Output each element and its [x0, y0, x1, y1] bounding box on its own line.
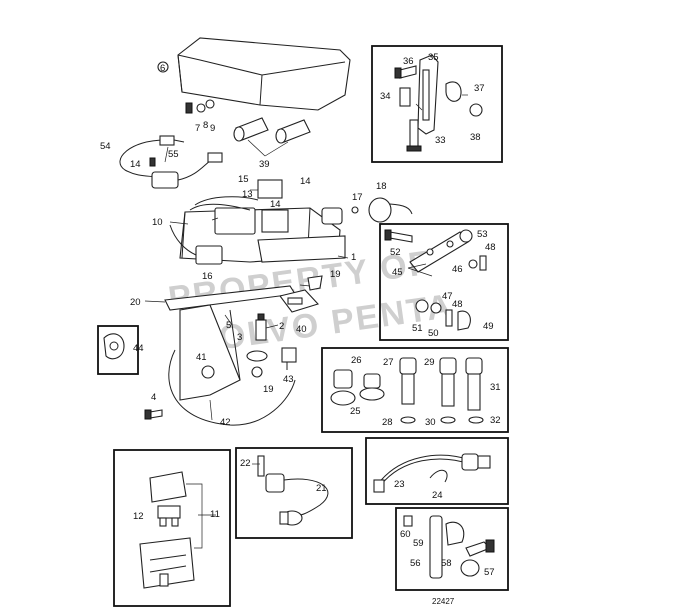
detail-33-38-parts: [394, 54, 483, 152]
callout-59: 59: [413, 538, 424, 549]
clamp-44: [103, 333, 125, 360]
sensor-18: [321, 197, 413, 225]
callout-58: 58: [441, 558, 452, 569]
motor-flange-42: [168, 349, 296, 426]
callout-40: 40: [296, 324, 307, 335]
callout-31: 31: [490, 382, 501, 393]
callout-7: 7: [195, 123, 200, 134]
cover-screws: [185, 99, 215, 114]
callout-22: 22: [240, 458, 251, 469]
callout-54: 54: [100, 141, 111, 152]
plate-3: [246, 350, 268, 378]
callout-37: 37: [474, 83, 485, 94]
sensors-25-32: [330, 357, 484, 424]
callout-47: 47: [442, 291, 453, 302]
callout-1: 1: [351, 252, 356, 263]
callout-17: 17: [352, 192, 363, 203]
callout-5: 5: [226, 320, 231, 331]
drawing-number: 22427: [432, 597, 455, 606]
callout-27: 27: [383, 357, 394, 368]
callout-38: 38: [470, 132, 481, 143]
callout-41: 41: [196, 352, 207, 363]
callout-11: 11: [210, 509, 220, 520]
callout-52: 52: [390, 247, 401, 258]
callout-60: 60: [400, 529, 411, 540]
callout-13: 13: [242, 189, 253, 200]
detail-box-21-22: [235, 447, 353, 539]
callout-18: 18: [376, 181, 387, 192]
callout-25: 25: [350, 406, 361, 417]
callout-16: 16: [202, 271, 213, 282]
callout-43: 43: [283, 374, 294, 385]
callout-9: 9: [210, 123, 215, 134]
callout-20: 20: [130, 297, 141, 308]
callout-10: 10: [152, 217, 163, 228]
detail-45-53-parts: [384, 229, 487, 331]
callout-51: 51: [412, 323, 423, 334]
callout-21: 21: [316, 483, 327, 494]
callout-48-b: 48: [452, 299, 463, 310]
callout-19-b: 19: [263, 384, 274, 395]
callout-50: 50: [428, 328, 439, 339]
callout-55: 55: [168, 149, 179, 160]
sensor-cable-21: [257, 455, 329, 526]
electrical-box-cover: [157, 37, 351, 111]
detail-box-45-53: [379, 223, 509, 341]
callout-32: 32: [490, 415, 501, 426]
wiring-cable-54: [119, 135, 223, 189]
sender-43: [281, 347, 297, 370]
callout-36: 36: [403, 56, 414, 67]
callout-42: 42: [220, 417, 231, 428]
callout-56: 56: [410, 558, 421, 569]
callout-53: 53: [477, 229, 488, 240]
callout-39: 39: [259, 159, 270, 170]
bracket-40: [279, 289, 319, 313]
callout-28: 28: [382, 417, 393, 428]
detail-box-sensors: [321, 347, 509, 433]
detail-box-44: [97, 325, 139, 375]
callout-46: 46: [452, 264, 463, 275]
callout-15: 15: [238, 174, 249, 185]
callout-12: 12: [133, 511, 144, 522]
callout-14-b: 14: [300, 176, 311, 187]
relay-block: [189, 179, 289, 235]
fuse-holder: [139, 471, 203, 589]
callout-2: 2: [279, 321, 284, 332]
rubber-grommets: [233, 117, 311, 157]
callout-labels: 6 7 8 9 39 54 55 14 15 14 13 14 10 17 18…: [100, 52, 501, 578]
callout-44: 44: [133, 343, 144, 354]
callout-34: 34: [380, 91, 391, 102]
detail-56-60-parts: [403, 515, 495, 579]
callout-4: 4: [151, 392, 156, 403]
callout-26: 26: [351, 355, 362, 366]
callout-57: 57: [484, 567, 495, 578]
callout-8: 8: [203, 120, 208, 131]
detail-box-33-38: [371, 45, 503, 163]
callout-14-c: 14: [270, 199, 281, 210]
sensor-2: [255, 313, 267, 341]
bracket-arm-20-5: [164, 285, 296, 401]
detail-box-fuse: [113, 449, 231, 607]
callout-48-a: 48: [485, 242, 496, 253]
callout-45: 45: [392, 267, 403, 278]
connector-16: [169, 224, 223, 265]
callout-33: 33: [435, 135, 446, 146]
callout-35: 35: [428, 52, 439, 63]
callout-24: 24: [432, 490, 443, 501]
screw-4: [144, 409, 163, 420]
clip-19: [307, 275, 323, 291]
callout-29: 29: [424, 357, 435, 368]
detail-box-56-60: [395, 507, 509, 591]
callout-49: 49: [483, 321, 494, 332]
callout-3: 3: [237, 332, 242, 343]
callout-30: 30: [425, 417, 436, 428]
callout-14-a: 14: [130, 159, 141, 170]
callout-23: 23: [394, 479, 405, 490]
leader-lines: [144, 94, 468, 516]
callout-6: 6: [160, 63, 165, 74]
detail-box-23-24: [365, 437, 509, 505]
harness-23: [373, 453, 491, 493]
callout-19-a: 19: [330, 269, 341, 280]
